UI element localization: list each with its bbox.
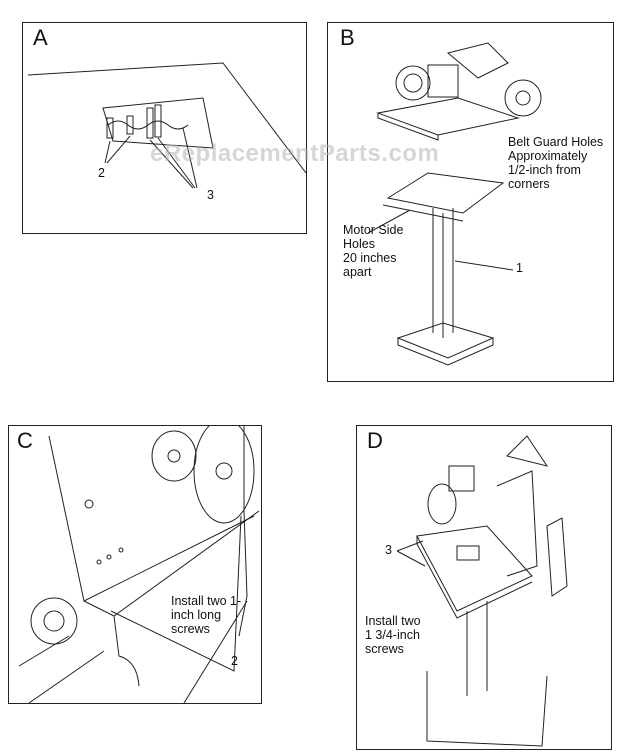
grinder-stand-drawing xyxy=(367,42,542,366)
callout-3: 3 xyxy=(207,188,214,202)
panel-d-letter: D xyxy=(367,428,383,453)
panel-a-letter: A xyxy=(33,25,48,50)
install-screws-note: Install two 1 3/4-inch screws xyxy=(365,614,421,656)
panel-b: B Belt Guard Holes Approximately 1/2-inc… xyxy=(327,22,614,382)
screw-short xyxy=(106,115,134,139)
belt-guard-install-drawing xyxy=(18,426,260,703)
callout-3: 3 xyxy=(385,543,392,557)
hardware-bag-drawing xyxy=(27,62,306,189)
panel-c-letter: C xyxy=(17,428,33,453)
screw-long xyxy=(146,104,162,139)
belt-guard-holes-note: Belt Guard Holes Approximately 1/2-inch … xyxy=(508,135,604,191)
panel-d: D 3 Install two 1 3/4-inch screws xyxy=(356,425,612,750)
panel-b-letter: B xyxy=(340,25,355,50)
install-screws-note: Install two 1- inch long screws xyxy=(171,594,242,636)
callout-1: 1 xyxy=(516,261,523,275)
callout-2: 2 xyxy=(98,166,105,180)
motor-side-holes-note: Motor Side Holes 20 inches apart xyxy=(343,223,404,279)
watermark: eReplacementParts.com xyxy=(150,140,440,167)
callout-2: 2 xyxy=(231,654,238,668)
grinder-assembly-drawing xyxy=(396,435,568,747)
panel-c: C Install two 1- inch long screws 2 xyxy=(8,425,262,704)
panel-a: A 2 3 xyxy=(22,22,307,234)
